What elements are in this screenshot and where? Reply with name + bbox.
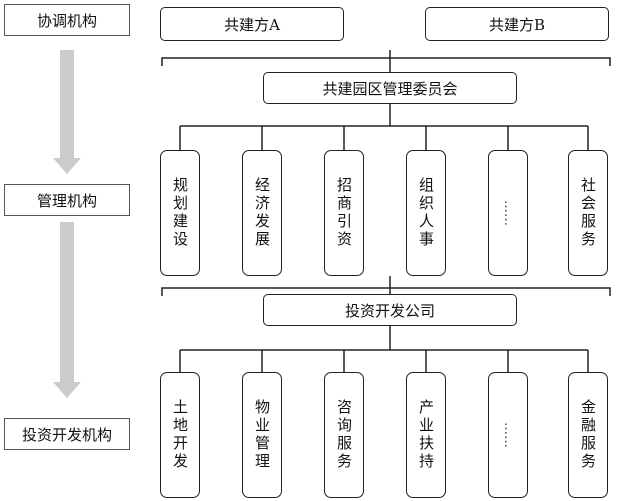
dept-social-services: 社会服务: [568, 150, 608, 276]
dept-investment-attraction: 招商引资: [324, 150, 364, 276]
arrow-shaft-1: [60, 50, 74, 158]
dept-economy: 经济发展: [242, 150, 282, 276]
unit-ellipsis: ……: [488, 372, 528, 498]
arrow-shaft-2: [60, 222, 74, 382]
level-arrows: [53, 50, 81, 398]
dept-personnel: 组织人事: [406, 150, 446, 276]
dept-bracket: [161, 287, 611, 296]
unit-consulting: 咨询服务: [324, 372, 364, 498]
partner-b-box: 共建方B: [425, 7, 609, 41]
partners-bracket: [161, 57, 611, 66]
level-management: 管理机构: [4, 184, 130, 216]
company-box: 投资开发公司: [263, 294, 517, 326]
level-coordination: 协调机构: [4, 4, 130, 36]
partner-a-box: 共建方A: [160, 7, 344, 41]
unit-financial-services: 金融服务: [568, 372, 608, 498]
unit-property-management: 物业管理: [242, 372, 282, 498]
dept-planning: 规划建设: [160, 150, 200, 276]
dept-ellipsis: ……: [488, 150, 528, 276]
arrow-head-1: [53, 158, 81, 174]
level-investment: 投资开发机构: [4, 418, 130, 450]
unit-industry-support: 产业扶持: [406, 372, 446, 498]
arrow-head-2: [53, 382, 81, 398]
committee-box: 共建园区管理委员会: [263, 72, 517, 104]
unit-land-development: 土地开发: [160, 372, 200, 498]
